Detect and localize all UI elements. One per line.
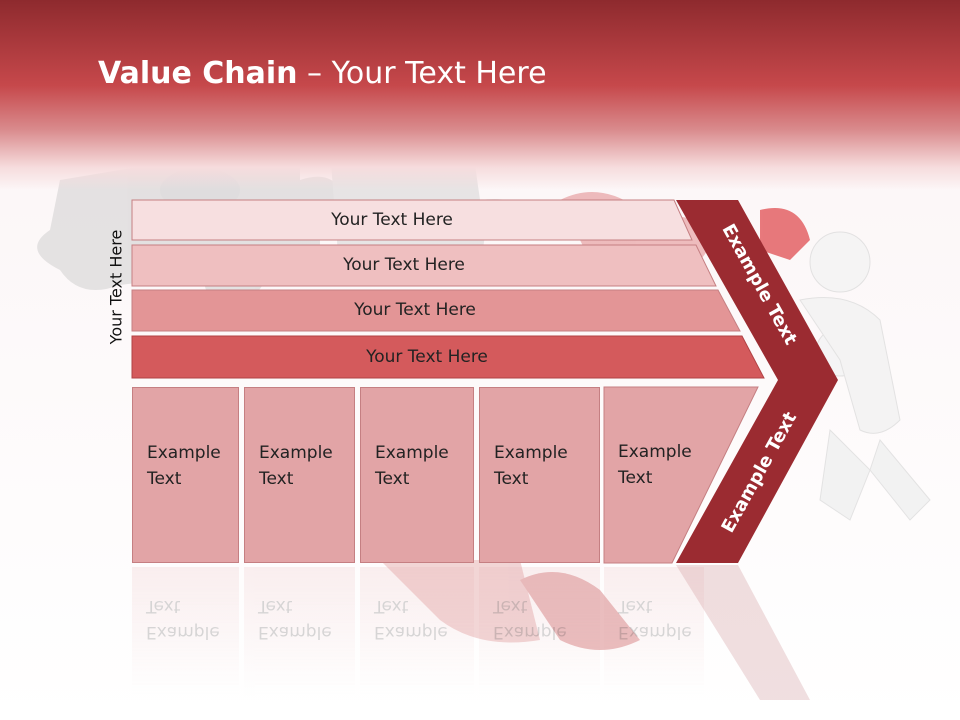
chevron-reflection	[676, 565, 810, 700]
row-1-label: Your Text Here	[331, 210, 453, 230]
box-3-reflection-line2: Text	[374, 596, 409, 616]
row-2: Your Text Here	[132, 245, 716, 285]
row-4-shape	[131, 335, 765, 379]
box-3-reflection: Example Text	[360, 567, 474, 697]
box-2-reflection-line1: Example	[258, 622, 332, 642]
box-2-reflection: Example Text	[244, 567, 355, 697]
box-5-reflection: Example Text	[604, 567, 704, 697]
box-4-reflection: Example Text	[479, 567, 600, 697]
row-3-label: Your Text Here	[354, 300, 476, 320]
box-5-line1: Example	[618, 442, 692, 462]
box-1-line1: Example	[147, 443, 221, 463]
box-3-line2: Text	[375, 469, 410, 489]
box-2-line2: Text	[259, 469, 294, 489]
box-1-reflection: Example Text	[132, 567, 239, 697]
box-5-reflection-line1: Example	[618, 622, 692, 642]
row-4-label: Your Text Here	[366, 347, 488, 367]
row-1-shape	[131, 199, 693, 241]
box-2-line1: Example	[259, 443, 333, 463]
box-5-reflection-line2: Text	[618, 596, 653, 616]
box-4-reflection-line1: Example	[493, 622, 567, 642]
box-4-line1: Example	[494, 443, 568, 463]
row-2-shape	[131, 244, 717, 287]
slide-title: Value Chain – Your Text Here	[98, 56, 547, 91]
box-4-reflection-line2: Text	[493, 596, 528, 616]
box-1-line2: Text	[147, 469, 182, 489]
row-3-shape	[131, 289, 741, 332]
box-4-line2: Text	[494, 469, 529, 489]
row-4: Your Text Here	[132, 336, 762, 378]
box-2-reflection-line2: Text	[258, 596, 293, 616]
box-1-reflection-line1: Example	[146, 622, 220, 642]
box-3-reflection-line1: Example	[374, 622, 448, 642]
box-5-line2: Text	[618, 468, 653, 488]
box-3-line1: Example	[375, 443, 449, 463]
row-3: Your Text Here	[132, 290, 738, 330]
header-band	[0, 0, 960, 190]
box-1-reflection-line2: Text	[146, 596, 181, 616]
title-rest: – Your Text Here	[297, 56, 547, 91]
title-bold: Value Chain	[98, 56, 298, 91]
row-2-label: Your Text Here	[343, 255, 465, 275]
boxes-tail-shape	[603, 386, 759, 564]
row-1: Your Text Here	[132, 200, 692, 240]
chevron-shape	[676, 200, 838, 563]
